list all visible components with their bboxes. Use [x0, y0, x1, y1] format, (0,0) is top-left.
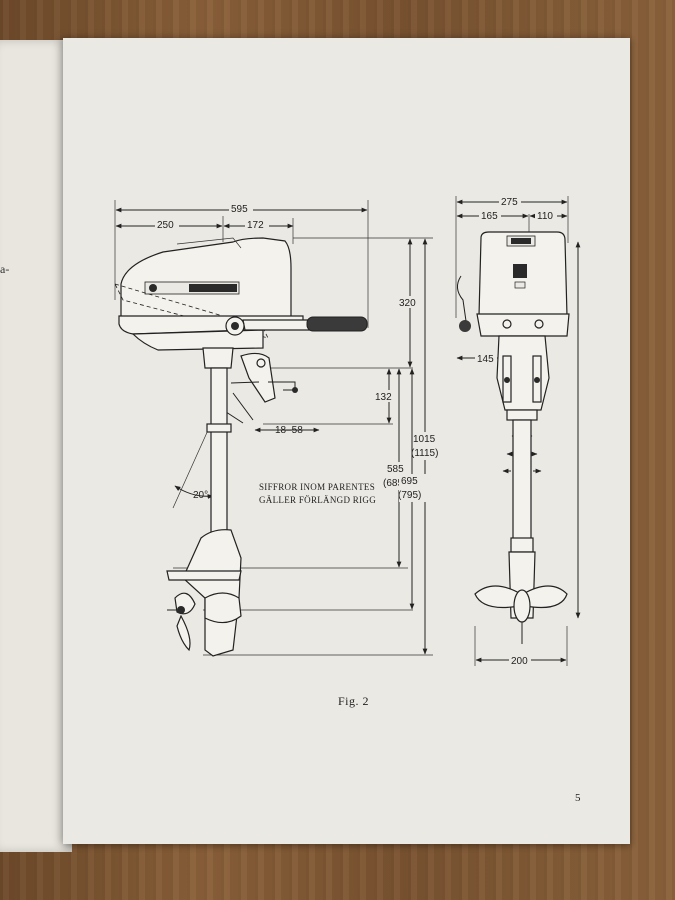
tilt-angle-label: 20° [193, 490, 208, 501]
front-propeller-right-blade [522, 585, 568, 609]
dim-685-label: (685) [383, 478, 406, 489]
dim-145-label: 145 [477, 354, 494, 365]
dim-165-label: 165 [481, 211, 498, 222]
dim-1015-label: 1015 [413, 434, 436, 445]
dim-110-label: 110 [537, 211, 553, 222]
manual-page: 595 250 172 320 132 18–58 1015 (11 [63, 38, 630, 844]
dim-695-label: 695 [401, 476, 418, 487]
transom-clamp-bracket [240, 352, 276, 403]
left-facing-page: a- [0, 40, 72, 852]
dim-18-58-label: 18–58 [275, 425, 303, 436]
dim-250-label: 250 [157, 220, 174, 231]
dim-172-label: 172 [247, 220, 264, 231]
page-number: 5 [575, 792, 581, 804]
front-drive-shaft [512, 419, 532, 541]
front-propeller-left-blade [474, 585, 522, 609]
dim-1115-label: (1115) [411, 448, 438, 459]
note-line-1: SIFFROR INOM PARENTES [259, 482, 375, 492]
dim-795-label: (795) [398, 490, 421, 501]
dim-595-label: 595 [231, 204, 248, 215]
hood-decal-stripe [189, 284, 237, 292]
left-page-text-fragment: a- [0, 262, 10, 276]
engine-hood [120, 237, 292, 319]
front-view: 275 165 110 145 [455, 195, 581, 667]
dim-200-label: 200 [511, 656, 528, 667]
brand-logo-icon [149, 284, 157, 292]
outboard-motor-dimension-drawing: 595 250 172 320 132 18–58 1015 (11 [114, 195, 581, 667]
tilt-angle-arc [174, 485, 214, 499]
anti-cavitation-plate [166, 570, 242, 581]
note-line-2: GÄLLER FÖRLÄNGD RIGG [259, 495, 376, 505]
tiller-handle [306, 316, 368, 332]
dim-132-label: 132 [375, 392, 392, 403]
dim-585-label: 585 [387, 464, 404, 475]
side-view: 595 250 172 320 132 18–58 1015 (11 [114, 200, 439, 657]
figure-caption: Fig. 2 [338, 694, 370, 708]
front-brand-logo-icon [513, 264, 527, 278]
dim-320-label: 320 [399, 298, 416, 309]
lower-unit-gearcase [182, 529, 242, 657]
dim-275-label: 275 [501, 197, 518, 208]
